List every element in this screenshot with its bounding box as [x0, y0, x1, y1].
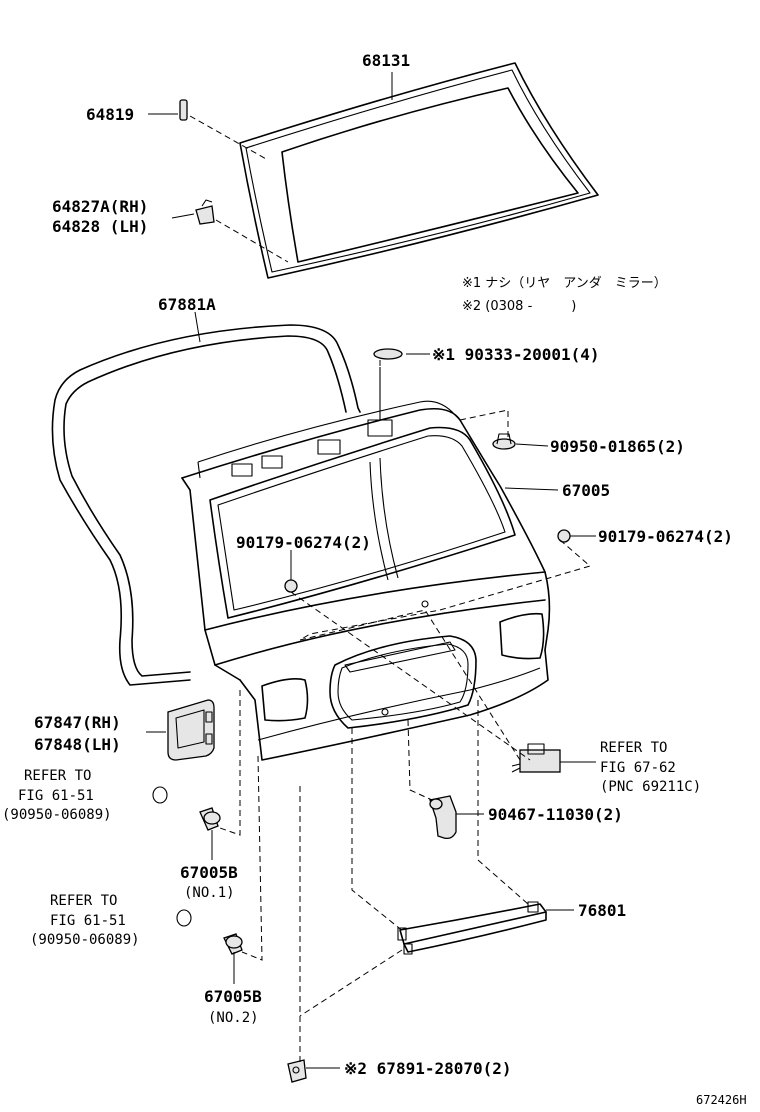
back-window-glass [239, 62, 599, 279]
access-cover [167, 699, 215, 761]
plug-90333 [373, 348, 403, 360]
note-1: ※1 ナシ（リヤ アンダ ミラー） [462, 276, 667, 291]
label-76801: 76801 [578, 901, 626, 920]
weatherstrip [51, 324, 361, 686]
label-67847: 67847(RH) [34, 713, 121, 732]
label-64827a: 64827A(RH) [52, 197, 148, 216]
ref2-line1: REFER TO [50, 893, 117, 909]
label-90179-right: 90179-06274(2) [598, 527, 733, 546]
ref1-line2: FIG 61-51 [18, 788, 94, 804]
ref3-line2: FIG 67-62 [600, 760, 676, 776]
cushion-90950-01865 [492, 433, 516, 450]
label-67005b-2-sub: (NO.2) [208, 1010, 259, 1026]
label-67005: 67005 [562, 481, 610, 500]
back-door-lock [511, 743, 561, 773]
label-67005b-1-sub: (NO.1) [184, 885, 235, 901]
ref3-line1: REFER TO [600, 740, 667, 756]
grommet-ring-1 [152, 786, 168, 804]
label-67005b-2: 67005B [204, 987, 262, 1006]
garnish-76801 [397, 901, 547, 955]
label-64819: 64819 [86, 105, 134, 124]
cushion-67005b-1 [199, 807, 221, 831]
ref1-line3: (90950-06089) [2, 807, 112, 823]
label-90950-01865: 90950-01865(2) [550, 437, 685, 456]
label-64828: 64828 (LH) [52, 217, 148, 236]
label-67881a: 67881A [158, 295, 216, 314]
figure-id: 672426H [696, 1093, 747, 1107]
note-2: ※2 (0308 - ) [462, 299, 576, 314]
stopper-64827 [195, 199, 215, 225]
leader-lines [146, 72, 596, 1069]
clip-67891 [287, 1059, 307, 1083]
clip-90467 [429, 795, 457, 840]
cushion-67005b-2 [223, 933, 243, 955]
label-68131: 68131 [362, 51, 410, 70]
grommet-ring-2 [176, 909, 192, 927]
label-90179-left: 90179-06274(2) [236, 533, 371, 552]
ref2-line3: (90950-06089) [30, 932, 140, 948]
label-67005b-1: 67005B [180, 863, 238, 882]
ref1-line1: REFER TO [24, 768, 91, 784]
label-67891: ※2 67891-28070(2) [344, 1059, 512, 1078]
ref2-line2: FIG 61-51 [50, 913, 126, 929]
ref3-line3: (PNC 69211C) [600, 779, 701, 795]
label-67848: 67848(LH) [34, 735, 121, 754]
label-90333: ※1 90333-20001(4) [432, 345, 600, 364]
label-90467: 90467-11030(2) [488, 805, 623, 824]
back-door-panel [181, 367, 571, 761]
assembly-lines [189, 115, 592, 1062]
clip-64819 [179, 99, 188, 121]
